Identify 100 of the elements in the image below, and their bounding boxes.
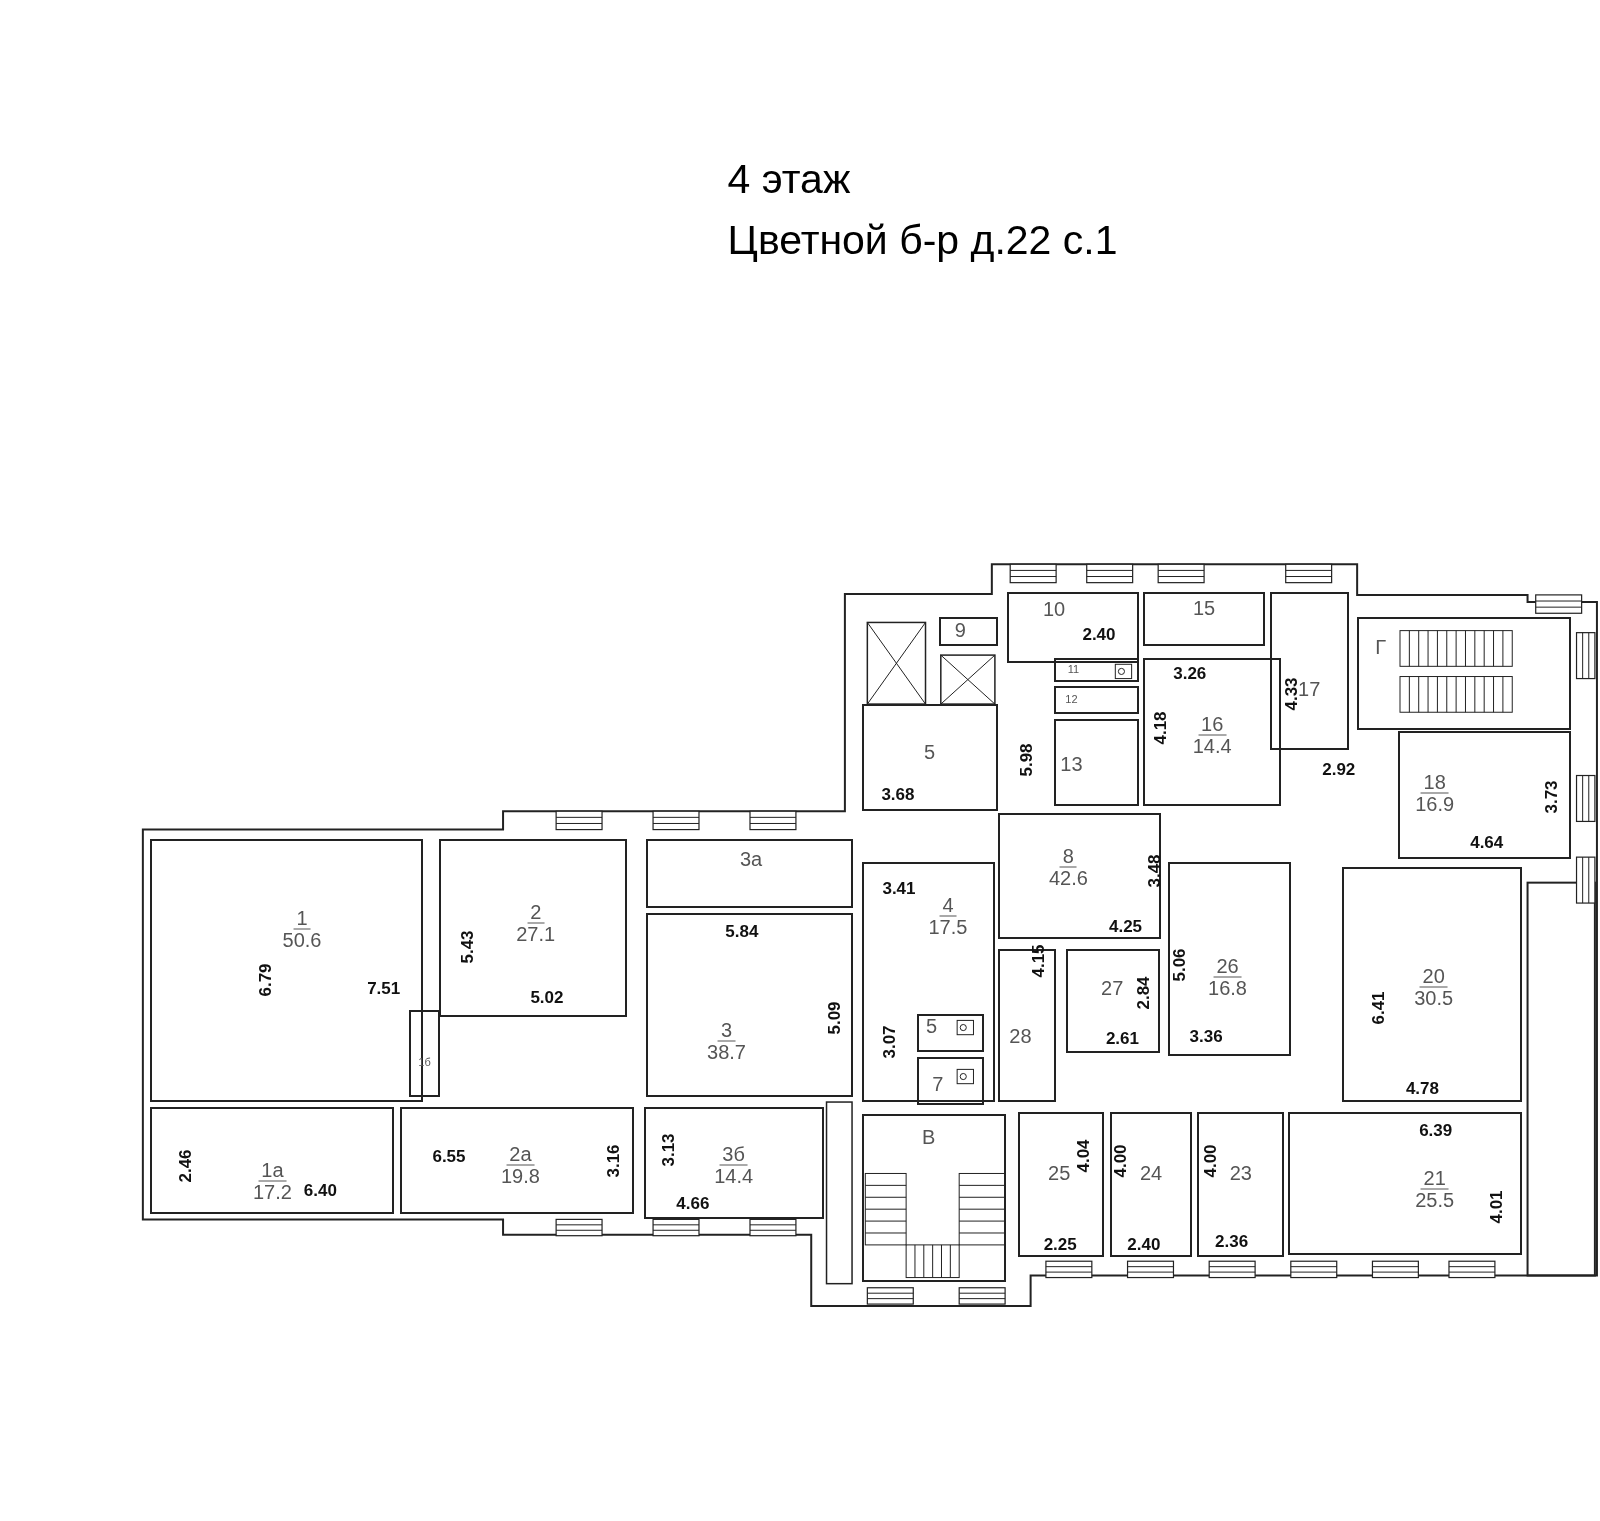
room-outline — [645, 913, 854, 1097]
dimension-label: 3.13 — [659, 1133, 677, 1167]
room-outline — [1018, 1112, 1105, 1258]
room-area: 17.2 — [252, 1181, 292, 1203]
dimension-label: 4.04 — [1074, 1139, 1092, 1173]
room-area: 42.6 — [1048, 867, 1088, 889]
dimension-label: 3.73 — [1542, 780, 1560, 814]
dimension-label: 4.18 — [1151, 711, 1169, 745]
room-outline — [1054, 719, 1139, 807]
dimension-label: 4.00 — [1201, 1144, 1219, 1178]
room-number: 25 — [1048, 1162, 1071, 1184]
room-number: 8 — [1059, 845, 1077, 868]
dimension-label: 3.26 — [1173, 664, 1207, 682]
room-number: 24 — [1139, 1162, 1163, 1184]
dimension-label: 7.51 — [367, 979, 401, 997]
room-number: 2а — [506, 1143, 535, 1166]
room-area: 16.8 — [1208, 977, 1247, 998]
room-number: 9 — [954, 619, 966, 641]
room-number: 11 — [1067, 664, 1080, 677]
dimension-label: 6.39 — [1419, 1121, 1453, 1139]
dimension-label: 3.48 — [1145, 854, 1163, 888]
room-outline — [150, 1107, 394, 1215]
room-outline — [862, 1114, 1007, 1282]
room-number: 17 — [1298, 678, 1321, 700]
dimension-label: 5.06 — [1170, 948, 1188, 982]
dimension-label: 4.78 — [1405, 1079, 1439, 1097]
room-area: 30.5 — [1414, 987, 1454, 1009]
dimension-label: 3.68 — [881, 785, 915, 803]
dimension-label: 2.84 — [1134, 976, 1152, 1010]
room-number: 3 — [717, 1019, 736, 1042]
room-number: 21 — [1420, 1167, 1449, 1190]
room-outline — [1168, 862, 1291, 1057]
room-area: 16.9 — [1415, 793, 1455, 815]
dimension-label: 6.79 — [256, 963, 274, 997]
room-number: 5 — [924, 741, 936, 763]
room-number: 1 — [293, 907, 311, 930]
dimension-label: 3.07 — [880, 1025, 898, 1059]
room-outline — [1142, 658, 1281, 807]
room-outline — [643, 1107, 825, 1220]
room-outline — [997, 813, 1162, 939]
dimension-label: 4.66 — [676, 1194, 710, 1212]
floor-title: 4 этаж — [727, 159, 851, 201]
room-outline — [1397, 730, 1572, 860]
room-outline — [1142, 591, 1266, 646]
room-area: 17.5 — [928, 916, 968, 938]
room-number: 1а — [258, 1159, 287, 1182]
dimension-label: 6.41 — [1369, 991, 1387, 1025]
room-outline — [862, 704, 998, 812]
room-number: 3б — [719, 1143, 748, 1166]
dimension-label: 4.33 — [1282, 677, 1300, 711]
room-outline — [1054, 685, 1139, 715]
dimension-label: 6.40 — [303, 1181, 337, 1199]
dimension-label: 4.15 — [1029, 944, 1047, 978]
dimension-label: 6.55 — [432, 1147, 466, 1165]
dimension-label: 2.46 — [176, 1149, 194, 1183]
room-outline — [917, 1057, 984, 1106]
dimension-label: 4.25 — [1108, 917, 1143, 934]
room-number: 27 — [1101, 977, 1124, 999]
dimension-label: 4.00 — [1111, 1144, 1129, 1178]
room-area: 14.4 — [1192, 735, 1232, 757]
dimension-label: 2.25 — [1043, 1235, 1077, 1253]
dimension-label: 2.92 — [1322, 760, 1356, 778]
dimension-label: 2.40 — [1082, 625, 1116, 643]
room-outline — [1007, 591, 1139, 664]
dimension-label: 2.61 — [1105, 1029, 1139, 1047]
dimension-label: 5.09 — [825, 1001, 843, 1035]
room-number: 7 — [932, 1073, 944, 1095]
room-outline — [1066, 948, 1161, 1054]
room-outline — [438, 838, 627, 1018]
room-outline — [1110, 1112, 1192, 1258]
room-outline — [1287, 1112, 1523, 1256]
room-number: В — [921, 1126, 936, 1148]
room-number: 23 — [1229, 1162, 1252, 1184]
room-number: 5 — [926, 1015, 938, 1037]
room-outline — [1270, 591, 1349, 750]
dimension-label: 3.41 — [882, 879, 916, 897]
room-outline — [1357, 617, 1572, 730]
dimension-label: 5.98 — [1017, 743, 1034, 777]
room-area: 14.4 — [714, 1165, 754, 1187]
room-outline — [1341, 867, 1523, 1103]
dimension-label: 4.64 — [1470, 833, 1504, 851]
room-outline — [645, 838, 854, 909]
room-number: 20 — [1419, 965, 1448, 988]
dimension-label: 4.01 — [1487, 1190, 1505, 1224]
dimension-label: 5.84 — [725, 922, 759, 940]
room-number: 26 — [1213, 955, 1242, 977]
room-number: Г — [1375, 636, 1387, 658]
dimension-label: 2.36 — [1215, 1232, 1249, 1250]
dimension-label: 3.36 — [1189, 1027, 1223, 1045]
dimension-label: 5.43 — [458, 930, 476, 964]
room-number: 4 — [939, 894, 957, 917]
room-number: 28 — [1009, 1025, 1032, 1047]
room-area: 19.8 — [500, 1165, 540, 1187]
room-outline — [1196, 1112, 1284, 1258]
room-number: 3а — [739, 848, 763, 870]
room-area: 38.7 — [707, 1041, 746, 1063]
room-number: 2 — [527, 901, 545, 924]
room-number: 16 — [1198, 713, 1227, 736]
room-outline — [400, 1107, 634, 1215]
room-number: 13 — [1060, 753, 1083, 775]
